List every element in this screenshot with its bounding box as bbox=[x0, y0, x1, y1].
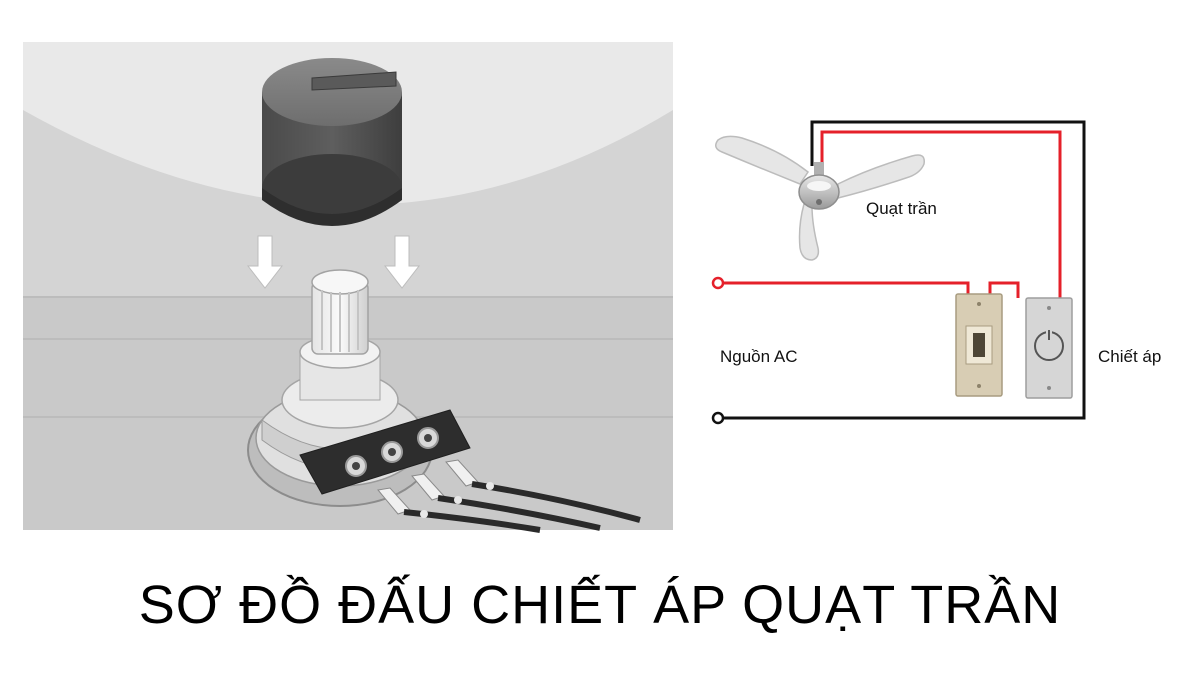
terminal-pins bbox=[299, 409, 479, 515]
wiring-diagram: Quạt trần Nguồn AC Chiết áp bbox=[711, 120, 1161, 425]
page-title: SƠ ĐỒ ĐẤU CHIẾT ÁP QUẠT TRẦN bbox=[138, 575, 1062, 635]
down-arrow bbox=[246, 235, 284, 289]
live-wire-source-to-switch bbox=[718, 281, 970, 294]
down-arrow bbox=[383, 235, 421, 289]
neutral-wire bbox=[718, 120, 1086, 420]
ac-terminal-live bbox=[711, 276, 725, 290]
live-wire-dimmer-to-fan bbox=[820, 130, 1062, 298]
live-wire-switch-to-dimmer bbox=[988, 281, 1020, 298]
label-fan: Quạt trần bbox=[866, 199, 937, 218]
potentiometer-shaft bbox=[311, 269, 369, 355]
ceiling-fan-icon bbox=[715, 135, 925, 261]
label-dimmer: Chiết áp bbox=[1098, 347, 1161, 366]
label-power-source: Nguồn AC bbox=[720, 347, 798, 366]
lead-wires bbox=[403, 481, 641, 533]
potentiometer-illustration bbox=[23, 42, 673, 533]
wall-switch-icon bbox=[955, 293, 1003, 397]
knob-cap bbox=[262, 58, 402, 226]
ac-terminal-neutral bbox=[711, 411, 725, 425]
dimmer-icon bbox=[1025, 297, 1073, 399]
